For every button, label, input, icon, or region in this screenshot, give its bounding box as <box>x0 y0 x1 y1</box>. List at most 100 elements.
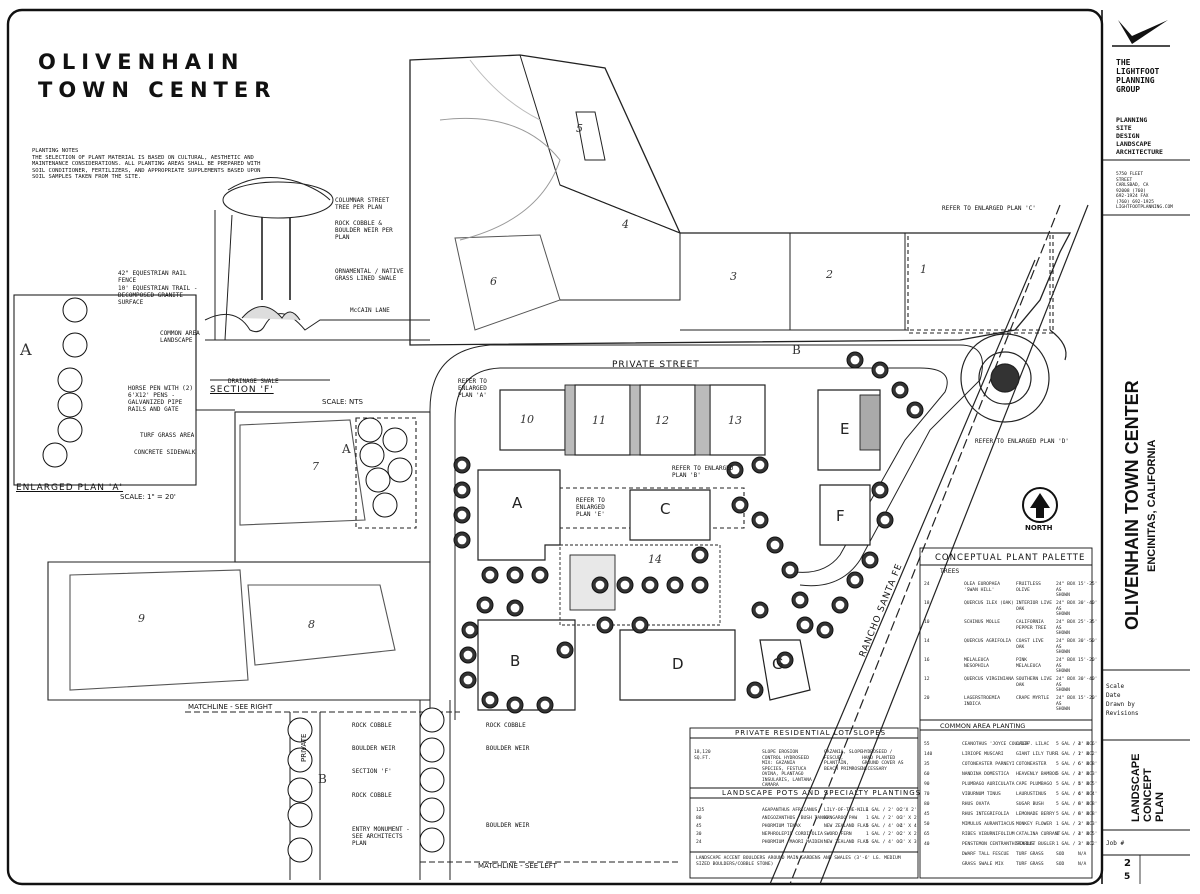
strip-section-f: SECTION 'F' <box>352 768 392 775</box>
pots-rows-common: LILY-OF-THE-NILE <box>824 808 869 813</box>
vertical-project-subtitle: ENCINITAS, CALIFORNIA <box>1146 439 1158 572</box>
palette-common-common: GIANT LILY TURF <box>1016 752 1058 757</box>
palette-common-botanical: VIBURNUM TINUS <box>962 792 1001 797</box>
palette-common-size: 5 GAL / 6' OC <box>1056 802 1092 807</box>
building-f: F <box>836 507 845 525</box>
callout-equestrian-trail: 10' EQUESTRIAN TRAIL - DECOMPOSED GRANIT… <box>118 285 198 306</box>
tree-symbol <box>531 566 549 584</box>
callout-drainage-swale: DRAINAGE SWALE <box>228 378 279 385</box>
building-b-shape <box>477 619 576 711</box>
palette-trees-common: SOUTHERN LIVE OAK <box>1016 677 1052 688</box>
lightfoot-logo-icon <box>1112 20 1170 47</box>
pots-rows-mature: 3' X 3' <box>900 840 920 845</box>
callout-rail-fence: 42" EQUESTRIAN RAIL FENCE <box>118 270 187 284</box>
tree-symbol <box>691 576 709 594</box>
tree-symbol <box>62 332 88 358</box>
palette-trees-size: 24" BOX AS SHOWN <box>1056 601 1076 617</box>
pots-rows-botanical: PHORMIUM 'MAORI MAIDEN' <box>762 840 826 845</box>
palette-common-size: 1 GAL / 3' OC <box>1056 842 1092 847</box>
palette-common-qty: 65 <box>924 832 930 837</box>
building-e: E <box>840 420 850 438</box>
marker-a-enlarged: A <box>20 340 32 359</box>
palette-common-qty: 90 <box>924 782 930 787</box>
palette-trees-botanical: QUERCUS AGRIFOLIA <box>964 639 1012 644</box>
lot-slopes-title: PRIVATE RESIDENTIAL LOT SLOPES <box>735 729 887 737</box>
pots-rows-mature: 2' X 2' <box>900 832 920 837</box>
tree-symbol <box>481 566 499 584</box>
pots-rows-botanical: PHORMIUM TENAX <box>762 824 801 829</box>
tree-symbol <box>556 641 574 659</box>
palette-trees-common: CRAPE MYRTLE <box>1016 696 1050 701</box>
pots-rows-common: KANGAROO PAW <box>824 816 858 821</box>
palette-trees-size: 24" BOX AS SHOWN <box>1056 582 1076 598</box>
planting-notes-heading: PLANTING NOTES <box>32 148 79 154</box>
palette-trees-mature: 15'-25' <box>1078 582 1098 587</box>
refer-plan-b: REFER TO ENLARGED PLAN 'B' <box>672 465 734 479</box>
tree-symbol <box>616 576 634 594</box>
title-line-1: OLIVENHAIN <box>38 50 245 74</box>
refer-plan-c: REFER TO ENLARGED PLAN 'C' <box>942 205 1036 212</box>
palette-trees-qty: 10 <box>924 620 930 625</box>
palette-common-common: SCARLET BUGLER <box>1016 842 1055 847</box>
palette-common-mature: 5' X 5' <box>1078 782 1098 787</box>
tree-symbol <box>831 596 849 614</box>
palette-trees-size: 24" BOX AS SHOWN <box>1056 677 1076 693</box>
planting-notes-body: THE SELECTION OF PLANT MATERIAL IS BASED… <box>32 154 261 181</box>
tree-symbol <box>287 777 313 803</box>
tree-symbol <box>287 837 313 863</box>
palette-common-qty: 50 <box>924 822 930 827</box>
trees-heading: TREES <box>940 568 960 575</box>
plant-palette-frame <box>919 547 1093 879</box>
pots-rows-spacing: 5 GAL / 4' OC <box>866 824 902 829</box>
tree-symbol <box>42 442 68 468</box>
palette-common-qty: 70 <box>924 792 930 797</box>
lot-14: 14 <box>648 553 662 566</box>
tree-symbol <box>382 427 408 453</box>
pots-rows-qty: 80 <box>696 816 702 821</box>
tree-symbol <box>751 601 769 619</box>
callout-mccain-lane: McCAIN LANE <box>350 307 390 314</box>
pots-rows-spacing: 1 GAL / 2' OC <box>866 808 902 813</box>
palette-common-common: CALIF. LILAC <box>1016 742 1050 747</box>
strip-right-boulder-weir-2: BOULDER WEIR <box>486 822 530 829</box>
pots-rows-qty: 30 <box>696 832 702 837</box>
palette-common-common: TURF GRASS <box>1016 852 1044 857</box>
palette-trees-qty: 18 <box>924 601 930 606</box>
strip-rock-cobble-1: ROCK COBBLE <box>352 722 392 729</box>
tree-symbol <box>287 802 313 828</box>
lot-13: 13 <box>728 414 742 427</box>
palette-common-qty: 55 <box>924 742 930 747</box>
building-a: A <box>512 494 523 512</box>
refer-plan-a: REFER TO ENLARGED PLAN 'A' <box>458 378 487 399</box>
tree-symbol <box>906 401 924 419</box>
palette-trees-botanical: MELALEUCA NESOPHILA <box>964 658 989 669</box>
tree-symbol <box>861 551 879 569</box>
palette-common-botanical: PLUMBAGO AURICULATA <box>962 782 1015 787</box>
pots-rows-spacing: 1 GAL / 2' OC <box>866 832 902 837</box>
vertical-project-title: OLIVENHAIN TOWN CENTER <box>1122 380 1142 630</box>
palette-common-mature: 1' X 2' <box>1078 752 1098 757</box>
tree-symbol <box>591 576 609 594</box>
palette-common-common: LAURUSTINUS <box>1016 792 1047 797</box>
tree-symbol <box>57 392 83 418</box>
palette-common-common: MONKEY FLOWER <box>1016 822 1052 827</box>
tree-symbol <box>666 576 684 594</box>
palette-common-mature: N/A <box>1078 862 1087 867</box>
tree-symbol <box>731 496 749 514</box>
firm-services: PLANNING SITE DESIGN LANDSCAPE ARCHITECT… <box>1116 116 1163 156</box>
tree-symbol <box>846 571 864 589</box>
callout-turf-grass: TURF GRASS AREA <box>140 432 195 439</box>
palette-trees-common: FRUITLESS OLIVE <box>1016 582 1041 593</box>
tree-symbol <box>536 696 554 714</box>
tree-symbol <box>691 546 709 564</box>
pots-rows-mature: 4' X 4' <box>900 824 920 829</box>
palette-trees-botanical: QUERCUS VIRGINIANA <box>964 677 1014 682</box>
revisions-label: Revisions <box>1106 710 1139 717</box>
palette-trees-botanical: LAGERSTROEMIA INDICA <box>964 696 1000 707</box>
tree-symbol <box>726 461 744 479</box>
tree-symbol <box>419 767 445 793</box>
pots-rows-spacing: 1 GAL / 2' OC <box>866 816 902 821</box>
building-c: C <box>660 500 671 518</box>
lot-slopes-frame <box>689 727 919 879</box>
palette-trees-botanical: OLEA EUROPAEA 'SWAN HILL' <box>964 582 1000 593</box>
